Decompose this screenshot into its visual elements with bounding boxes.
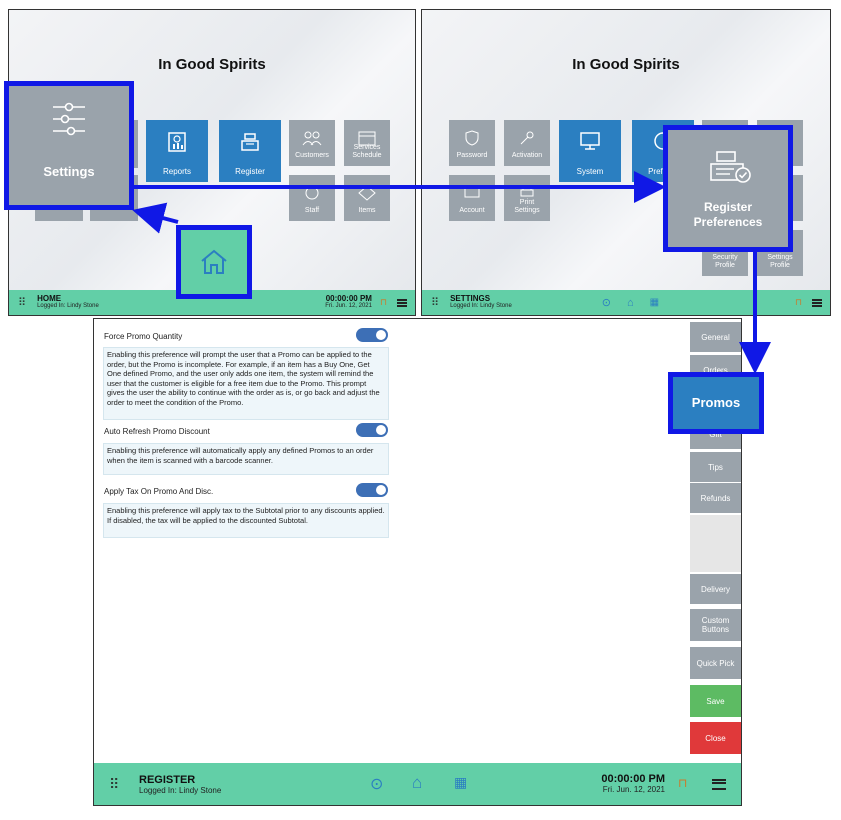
key-icon	[520, 131, 534, 145]
tile-reports-label: Reports	[162, 167, 191, 176]
settings-footer-title: SETTINGS	[450, 294, 491, 303]
pref-force-promo-quantity-label: Force Promo Quantity	[104, 332, 183, 341]
tile-security-profile-label: Security Profile	[712, 254, 738, 269]
side-tab-refunds[interactable]: Refunds	[690, 483, 741, 513]
register-footer-time: 00:00:00 PM	[601, 773, 665, 785]
callout-promos-label: Promos	[691, 395, 741, 410]
tile-staff[interactable]: Staff	[289, 175, 335, 221]
settings-title: In Good Spirits	[572, 56, 680, 73]
tile-services-schedule-label: Services Schedule	[352, 144, 382, 159]
tile-customers-label: Customers	[295, 152, 329, 159]
tile-activation[interactable]: Activation	[504, 120, 550, 166]
callout-register-preferences-label: Register Preferences	[693, 200, 763, 229]
tile-settings-profile-label: Settings Profile	[767, 254, 793, 269]
tile-password-label: Password	[456, 152, 488, 159]
staff-icon	[305, 186, 319, 200]
monitor-icon	[580, 132, 600, 150]
tile-account[interactable]: Account	[449, 175, 495, 221]
callout-register-preferences[interactable]: Register Preferences	[663, 125, 793, 252]
back-icon[interactable]: ⊙	[370, 776, 384, 793]
side-tab-custom-buttons[interactable]: Custom Buttons	[690, 609, 741, 641]
home-footer-user: Logged In: Lindy Stone	[37, 303, 99, 309]
tile-system-label: System	[576, 167, 604, 176]
home-footer-date: Fri. Jun. 12, 2021	[325, 303, 372, 309]
side-tab-delivery[interactable]: Delivery	[690, 574, 741, 604]
pref-apply-tax-toggle[interactable]	[356, 483, 388, 497]
tile-reports[interactable]: Reports	[146, 120, 208, 182]
account-icon	[464, 186, 480, 198]
app-grid-icon[interactable]: ⠿	[18, 297, 26, 309]
callout-home[interactable]	[176, 225, 252, 299]
tile-items-label: Items	[358, 207, 376, 214]
pref-auto-refresh-label: Auto Refresh Promo Discount	[104, 427, 210, 436]
pref-force-promo-quantity-description: Enabling this preference will prompt the…	[103, 347, 389, 420]
printer-icon	[520, 185, 534, 197]
home-footer-time: 00:00:00 PM	[325, 294, 372, 303]
sliders-icon	[53, 102, 85, 136]
shield-icon	[465, 130, 479, 146]
callout-settings-label: Settings	[43, 164, 95, 179]
register-footer-date: Fri. Jun. 12, 2021	[602, 785, 665, 794]
tile-print-settings-label: Print Settings	[514, 199, 540, 214]
tile-activation-label: Activation	[511, 152, 543, 159]
back-icon[interactable]: ⊙	[601, 297, 611, 309]
pref-apply-tax-label: Apply Tax On Promo And Disc.	[104, 487, 214, 496]
callout-settings[interactable]: Settings	[4, 81, 134, 210]
hamburger-menu-icon[interactable]	[812, 298, 822, 307]
callout-promos[interactable]: Promos	[668, 372, 764, 434]
register-icon[interactable]: ▦	[649, 297, 660, 308]
reports-icon	[168, 132, 186, 152]
tile-register[interactable]: Register	[219, 120, 281, 182]
tile-register-label: Register	[235, 167, 265, 176]
home-icon[interactable]: ⌂	[412, 773, 423, 792]
close-button[interactable]: Close	[690, 722, 741, 754]
hamburger-menu-icon[interactable]	[397, 298, 407, 307]
side-menu-spacer	[690, 515, 741, 572]
tile-password[interactable]: Password	[449, 120, 495, 166]
pref-auto-refresh-toggle[interactable]	[356, 423, 388, 437]
register-footer-title: REGISTER	[139, 774, 196, 786]
side-tab-quick-pick[interactable]: Quick Pick	[690, 647, 741, 679]
side-tab-tips[interactable]: Tips	[690, 452, 741, 482]
tile-services-schedule[interactable]: Services Schedule	[344, 120, 390, 166]
settings-footer-user: Logged In: Lindy Stone	[450, 303, 512, 309]
save-button[interactable]: Save	[690, 685, 741, 717]
cash-register-icon	[710, 151, 751, 183]
home-icon[interactable]: ⌂	[627, 296, 634, 309]
register-preferences-screen: Force Promo Quantity Enabling this prefe…	[93, 318, 742, 806]
lock-icon[interactable]: ⊓	[794, 297, 802, 307]
tile-customers[interactable]: Customers	[289, 120, 335, 166]
app-grid-icon[interactable]: ⠿	[431, 297, 439, 309]
tile-staff-label: Staff	[304, 207, 320, 214]
tile-account-label: Account	[459, 207, 485, 214]
tile-items[interactable]: Items	[344, 175, 390, 221]
home-title: In Good Spirits	[158, 56, 266, 73]
register-footer: ⠿ REGISTER Logged In: Lindy Stone ⊙ ⌂ ▦ …	[94, 763, 741, 805]
pref-apply-tax-description: Enabling this preference will apply tax …	[103, 503, 389, 538]
home-icon	[201, 249, 227, 274]
lock-icon[interactable]: ⊓	[678, 776, 688, 790]
tile-system[interactable]: System	[559, 120, 621, 182]
customers-icon	[302, 131, 322, 146]
home-footer-title: HOME	[37, 294, 62, 303]
pref-force-promo-quantity-toggle[interactable]	[356, 328, 388, 342]
cash-register-icon	[241, 133, 259, 151]
settings-footer: ⠿ SETTINGS Logged In: Lindy Stone ⊙ ⌂ ▦ …	[422, 290, 830, 315]
side-tab-general[interactable]: General	[690, 322, 741, 352]
register-icon[interactable]: ▦	[454, 774, 468, 790]
items-icon	[358, 185, 376, 201]
tile-print-settings[interactable]: Print Settings	[504, 175, 550, 221]
calendar-icon	[358, 131, 376, 146]
register-footer-user: Logged In: Lindy Stone	[139, 786, 222, 795]
app-grid-icon[interactable]: ⠿	[109, 776, 119, 792]
pref-auto-refresh-description: Enabling this preference will automatica…	[103, 443, 389, 475]
hamburger-menu-icon[interactable]	[712, 779, 726, 790]
lock-icon[interactable]: ⊓	[379, 297, 387, 307]
